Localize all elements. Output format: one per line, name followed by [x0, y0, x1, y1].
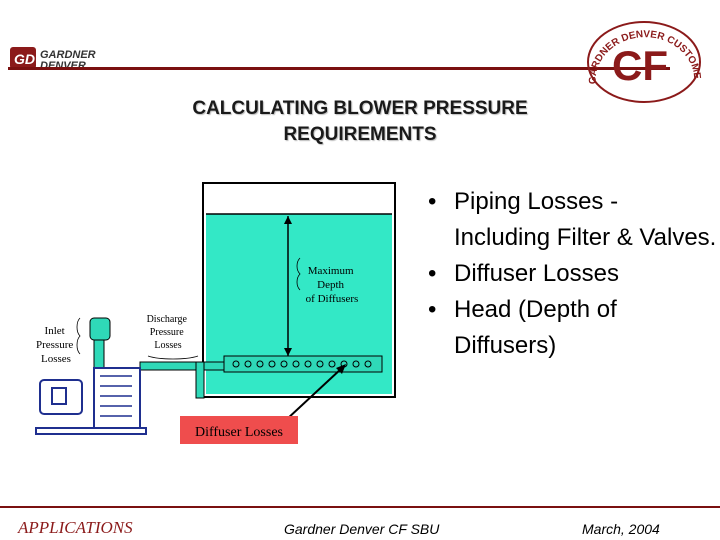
diffuser-nozzle	[364, 360, 372, 368]
bullet-text-3b: Diffusers)	[454, 332, 557, 359]
page-title: CALCULATING BLOWER PRESSURE REQUIREMENTS	[110, 96, 610, 148]
bullet-list: • Piping Losses - Including Filter & Valve…	[428, 184, 720, 364]
footer-rule	[0, 506, 720, 508]
bullet-dot: •	[428, 188, 437, 215]
motor-terminal	[51, 387, 67, 405]
diffuser-nozzle	[316, 360, 324, 368]
diffuser-row	[232, 360, 372, 368]
diffuser-nozzle	[268, 360, 276, 368]
bullet-text-1b: Including Filter & Valves.	[454, 224, 717, 251]
discharge-brace	[147, 355, 199, 360]
gd-mark	[10, 47, 36, 69]
logo-ring	[587, 21, 701, 103]
bullet-item: • Head (Depth of Diffusers)	[428, 292, 720, 364]
depth-brace	[296, 257, 301, 291]
diffuser-nozzle	[304, 360, 312, 368]
bullet-text-3: Head (Depth of	[454, 296, 617, 323]
inlet-filter	[89, 317, 111, 341]
bullet-dot: •	[428, 296, 437, 323]
bullet-text-2: Diffuser Losses	[454, 260, 619, 287]
title-line-1: CALCULATING BLOWER PRESSURE	[192, 98, 528, 119]
gd-mark-letters: GD	[14, 51, 35, 67]
inlet-brace	[76, 317, 81, 355]
inlet-label: Inlet Pressure Losses	[36, 325, 76, 365]
bullet-item: • Piping Losses - Including Filter & Valve…	[428, 184, 720, 256]
diffuser-losses-label: Diffuser Losses	[195, 425, 283, 440]
footer-organization: Gardner Denver CF SBU	[284, 521, 440, 537]
diffuser-nozzle	[328, 360, 336, 368]
diffuser-nozzle	[280, 360, 288, 368]
diffuser-nozzle	[352, 360, 360, 368]
blower-diagram: Maximum Depth of Diffusers Inlet Pressur…	[35, 182, 396, 444]
discharge-riser	[195, 361, 205, 399]
header-rule	[8, 67, 670, 70]
discharge-pipe	[139, 361, 225, 371]
bullet-item: • Diffuser Losses	[428, 256, 720, 292]
inlet-pipe	[93, 337, 105, 369]
blower-fins	[100, 375, 132, 417]
diffuser-nozzle	[256, 360, 264, 368]
logo-cf-letters: CF	[612, 42, 668, 89]
motor	[39, 379, 83, 415]
footer-section-label: APPLICATIONS	[18, 518, 133, 537]
title-line-2: REQUIREMENTS	[283, 124, 437, 145]
diffuser-header	[223, 355, 383, 373]
customer-focused-logo: GARDNER DENVER CUSTOMER FOCUSED CF	[574, 14, 702, 103]
callout-arrow	[285, 367, 343, 421]
diffuser-nozzle	[292, 360, 300, 368]
logo-line-1: GARDNER	[40, 49, 96, 61]
blower-body	[93, 367, 141, 433]
diffuser-nozzle	[232, 360, 240, 368]
depth-arrow-bottom	[284, 348, 292, 356]
diffuser-losses-box	[180, 416, 298, 444]
diffuser-nozzle	[244, 360, 252, 368]
depth-arrow-top	[284, 216, 292, 224]
callout-arrow-head	[336, 364, 346, 374]
blower-base	[35, 427, 147, 435]
bullet-text-1: Piping Losses -	[454, 188, 619, 215]
logo-line-2: DENVER	[40, 60, 86, 72]
discharge-label: Discharge Pressure Losses	[147, 314, 190, 351]
footer-date: March, 2004	[582, 521, 660, 537]
max-depth-label: Maximum Depth of Diffusers	[306, 265, 359, 305]
bullet-dot: •	[428, 260, 437, 287]
